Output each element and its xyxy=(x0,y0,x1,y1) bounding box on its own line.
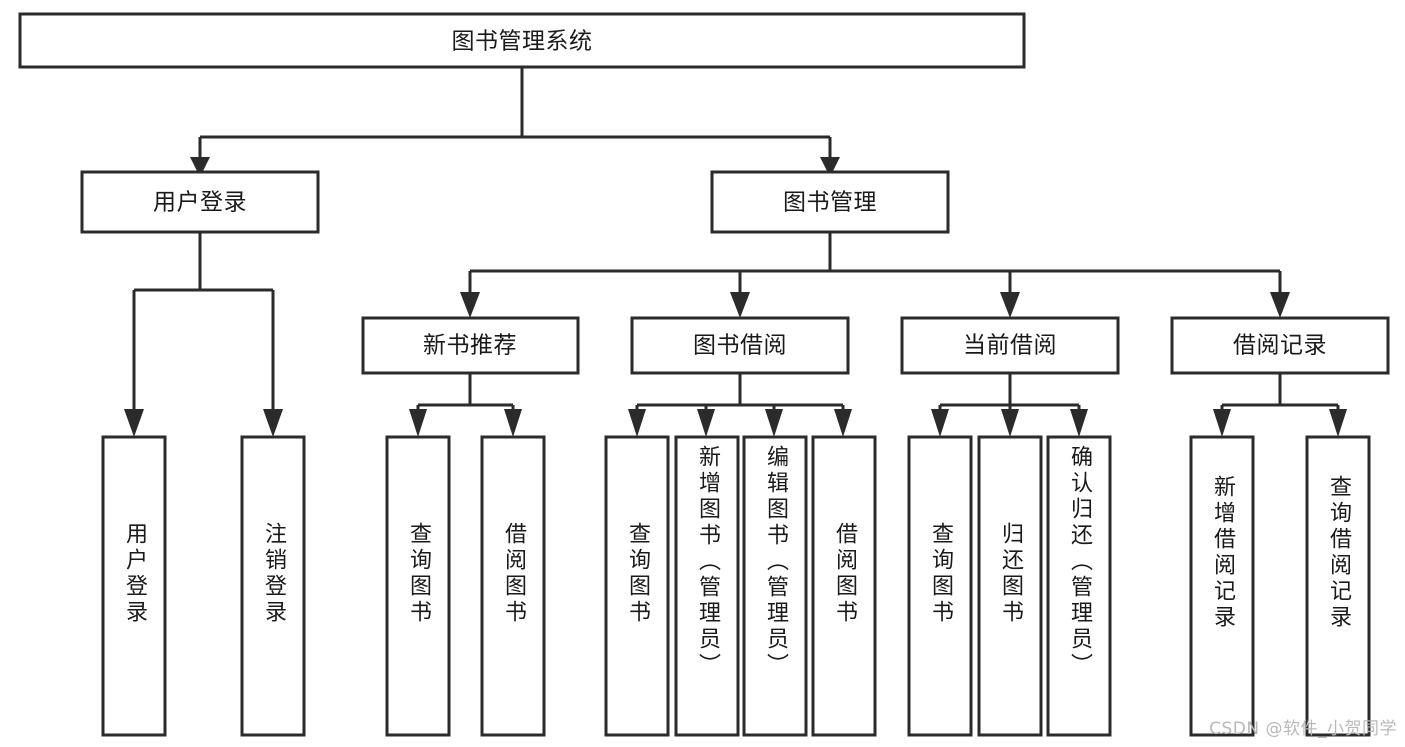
node-leaf-bb-borrow-book[interactable] xyxy=(811,435,877,737)
node-leaf-bb-edit-book[interactable] xyxy=(742,435,808,737)
connector-group-root-to-level2 xyxy=(190,67,840,177)
arrow-head-bb-query-book xyxy=(628,409,646,437)
arrow-head-bb-borrow-book xyxy=(834,409,852,437)
arrow-head-cb-query-book xyxy=(931,409,949,437)
arrow-head-book-mgmt xyxy=(820,157,840,177)
node-user-login-label: 用户登录 xyxy=(153,190,247,216)
arrow-head-user-login xyxy=(190,157,210,177)
arrow-head-book-borrow xyxy=(730,292,750,318)
arrow-head-current-borrow xyxy=(1000,292,1020,318)
connector-group-book-borrow-to-leaves xyxy=(628,373,852,437)
arrow-head-nb-borrow-book xyxy=(504,409,522,437)
node-current-borrow[interactable] xyxy=(900,316,1120,375)
arrow-head-new-book xyxy=(460,292,480,318)
arrow-head-leaf-user-login xyxy=(124,409,144,437)
node-leaf-bb-query-book[interactable] xyxy=(604,435,670,737)
node-borrow-record[interactable] xyxy=(1170,316,1390,375)
connector-group-book-mgmt-to-level3 xyxy=(460,232,1290,318)
watermark-text: CSDN @软件_小贺同学 xyxy=(1209,719,1397,739)
node-leaf-bb-add-book[interactable] xyxy=(674,435,740,737)
node-leaf-br-add-record[interactable] xyxy=(1189,435,1255,737)
node-leaf-cb-return-book[interactable] xyxy=(977,435,1043,737)
node-leaf-nb-query-book[interactable] xyxy=(385,435,451,737)
node-leaf-br-query-record[interactable] xyxy=(1305,435,1371,737)
arrow-head-borrow-record xyxy=(1270,292,1290,318)
arrow-head-bb-add-book xyxy=(697,409,715,437)
node-borrow-record-label: 借阅记录 xyxy=(1233,333,1327,359)
node-leaf-user-login[interactable] xyxy=(101,435,167,737)
arrow-head-br-add-record xyxy=(1213,409,1231,437)
arrow-head-br-query-record xyxy=(1329,409,1347,437)
node-book-management[interactable] xyxy=(710,170,950,234)
node-new-book-recommend[interactable] xyxy=(361,316,580,375)
connector-group-current-borrow-to-leaves xyxy=(931,373,1088,437)
arrow-head-nb-query-book xyxy=(409,409,427,437)
node-leaf-cb-query-book[interactable] xyxy=(907,435,973,737)
node-leaf-cb-confirm-return[interactable] xyxy=(1046,435,1112,737)
node-root-book-management-system[interactable] xyxy=(18,12,1026,69)
node-new-book-recommend-label: 新书推荐 xyxy=(423,333,517,359)
node-root-label: 图书管理系统 xyxy=(452,29,593,55)
arrow-head-cb-confirm-return xyxy=(1070,409,1088,437)
node-leaf-logout[interactable] xyxy=(240,435,306,737)
connector-group-new-book-to-leaves xyxy=(409,373,522,437)
node-current-borrow-label: 当前借阅 xyxy=(963,333,1057,359)
node-book-management-label: 图书管理 xyxy=(783,190,877,216)
arrow-head-cb-return-book xyxy=(1001,409,1019,437)
node-leaf-nb-borrow-book[interactable] xyxy=(480,435,546,737)
connector-group-borrow-record-to-leaves xyxy=(1213,373,1347,437)
arrow-head-leaf-logout xyxy=(263,409,283,437)
arrow-head-bb-edit-book xyxy=(765,409,783,437)
node-user-login[interactable] xyxy=(80,170,320,234)
node-book-borrow-label: 图书借阅 xyxy=(693,333,787,359)
node-book-borrow[interactable] xyxy=(630,316,850,375)
connector-group-user-login-to-leaves xyxy=(124,232,283,437)
